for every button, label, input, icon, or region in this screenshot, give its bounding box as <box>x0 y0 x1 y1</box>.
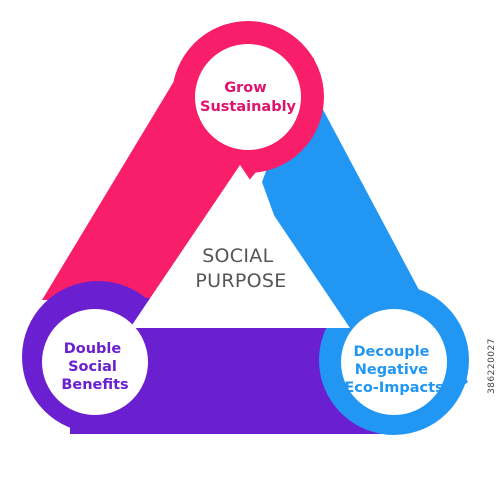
side-id-text: 386220027 <box>487 338 497 395</box>
top-node-label: Grow Sustainably <box>200 80 297 115</box>
bottom-left-node-label: Double Social Benefits <box>61 341 128 393</box>
bottom-left-node-line: Social <box>68 359 117 375</box>
center-label: SOCIAL PURPOSE <box>195 245 286 292</box>
bottom-right-node-line: Eco-Impacts <box>344 380 443 396</box>
center-line: PURPOSE <box>195 270 286 292</box>
bottom-left-node-circle <box>42 309 148 415</box>
bottom-right-node-label: Decouple Negative Eco-Impacts <box>344 344 443 396</box>
bottom-left-node-line: Double <box>64 341 122 357</box>
bottom-left-node-line: Benefits <box>61 377 128 393</box>
top-node-circle <box>195 44 301 150</box>
bottom-right-node-circle <box>341 309 447 415</box>
center-line: SOCIAL <box>202 245 273 267</box>
top-node-line: Grow <box>224 80 266 96</box>
center-triangle <box>130 165 350 328</box>
top-node-line: Sustainably <box>200 99 297 115</box>
bottom-right-node-line: Negative <box>355 362 428 378</box>
bottom-right-node-line: Decouple <box>354 344 430 360</box>
